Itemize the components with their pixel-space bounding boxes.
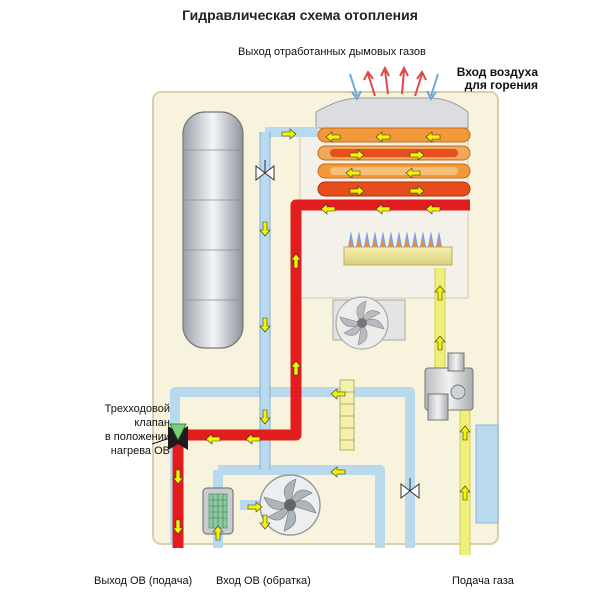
filter (202, 487, 234, 535)
valve-label-line-3: в положении (104, 431, 170, 443)
three-way-valve-label: Трехходовой клапан в положении нагрева О… (60, 402, 170, 458)
flue-gas-outlet-label: Выход отработанных дымовых газов (238, 46, 426, 58)
circulation-pump (259, 474, 321, 536)
expansion-tank (182, 111, 244, 349)
burner (343, 231, 453, 266)
gas-supply-label: Подача газа (452, 575, 514, 587)
combustion-fan (332, 296, 406, 350)
flow-arrows (172, 128, 471, 541)
plate-heat-exchanger (339, 379, 355, 451)
return-pipe-outline (259, 132, 271, 470)
heating-inlet-label: Вход ОВ (обратка) (216, 575, 311, 587)
flue-hood (315, 97, 469, 129)
gas-valve (424, 352, 474, 421)
valve-label-line-1: Трехходовой (104, 403, 170, 415)
combustion-air-line-2: для горения (464, 78, 538, 92)
combustion-air-arrows (349, 73, 439, 101)
three-way-valve (151, 423, 188, 450)
valve-label-line-4: нагрева ОВ (110, 445, 170, 457)
combustion-air-inlet-label: Вход воздуха для горения (418, 66, 538, 92)
gas-supply-box (475, 424, 499, 524)
combustion-air-line-1: Вход воздуха (456, 65, 538, 79)
diagram-title: Гидравлическая схема отопления (182, 7, 418, 23)
bypass-valve (400, 478, 420, 500)
shutoff-valve-top (255, 160, 275, 182)
heating-outlet-label: Выход ОВ (подача) (94, 575, 193, 587)
valve-label-line-2: клапан (134, 417, 170, 429)
flue-gas-arrows (363, 65, 427, 97)
